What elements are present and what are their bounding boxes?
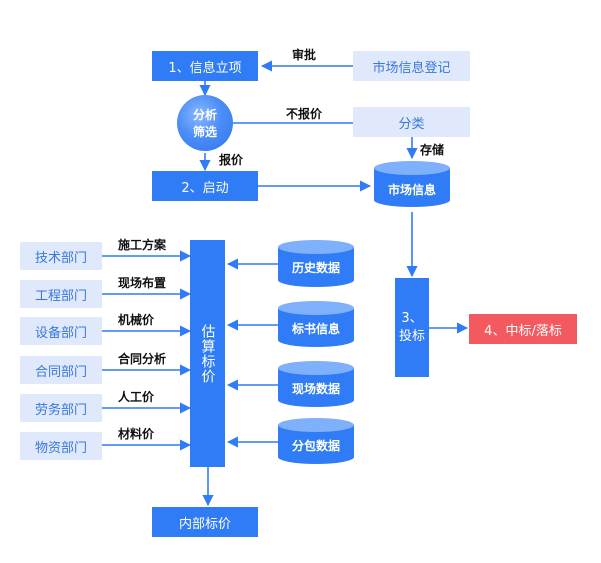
flow-label-5: 人工价 (118, 390, 155, 404)
dept-engineering: 工程部门 (20, 280, 102, 308)
db-subcontract-label: 分包数据 (291, 438, 340, 453)
register-box: 市场信息登记 (353, 51, 470, 81)
cylinder-market-info (374, 161, 450, 207)
quote-label: 报价 (219, 153, 244, 167)
db-site-label: 现场数据 (291, 381, 340, 396)
bid-box: 3、投标 (395, 278, 429, 377)
classify-box: 分类 (353, 107, 470, 137)
result-box: 4、中标/落标 (469, 314, 577, 344)
cylinder-tender (278, 301, 354, 347)
connector-lines (102, 60, 469, 507)
market-info-label: 市场信息 (387, 182, 436, 197)
dept-materials: 物资部门 (20, 432, 102, 460)
flow-label-1: 施工方案 (118, 238, 167, 252)
start-box: 2、启动 (152, 171, 258, 201)
dept-labor: 劳务部门 (20, 394, 102, 422)
store-label: 存储 (420, 143, 445, 157)
cylinder-subcontract (278, 418, 354, 464)
dept-contract: 合同部门 (20, 356, 102, 384)
analysis-circle: 分析 筛选 (177, 95, 233, 151)
analysis-line2: 筛选 (192, 125, 217, 139)
dept-equipment: 设备部门 (20, 317, 102, 345)
project-box: 1、信息立项 (152, 51, 258, 81)
db-history-label: 历史数据 (291, 260, 340, 275)
cylinder-site (278, 361, 354, 407)
estimate-box: 估算标价 (190, 240, 225, 467)
approve-label: 审批 (292, 48, 317, 62)
analysis-line1: 分析 (192, 108, 217, 122)
flow-label-4: 合同分析 (118, 352, 167, 366)
no-quote-label: 不报价 (286, 107, 323, 121)
flow-label-6: 材料价 (118, 427, 155, 441)
cylinder-history (278, 240, 354, 287)
flow-label-2: 现场布置 (118, 276, 167, 290)
internal-price-box: 内部标价 (152, 507, 258, 537)
flow-label-3: 机械价 (118, 313, 155, 327)
dept-tech: 技术部门 (20, 242, 102, 270)
db-tender-label: 标书信息 (291, 321, 340, 336)
